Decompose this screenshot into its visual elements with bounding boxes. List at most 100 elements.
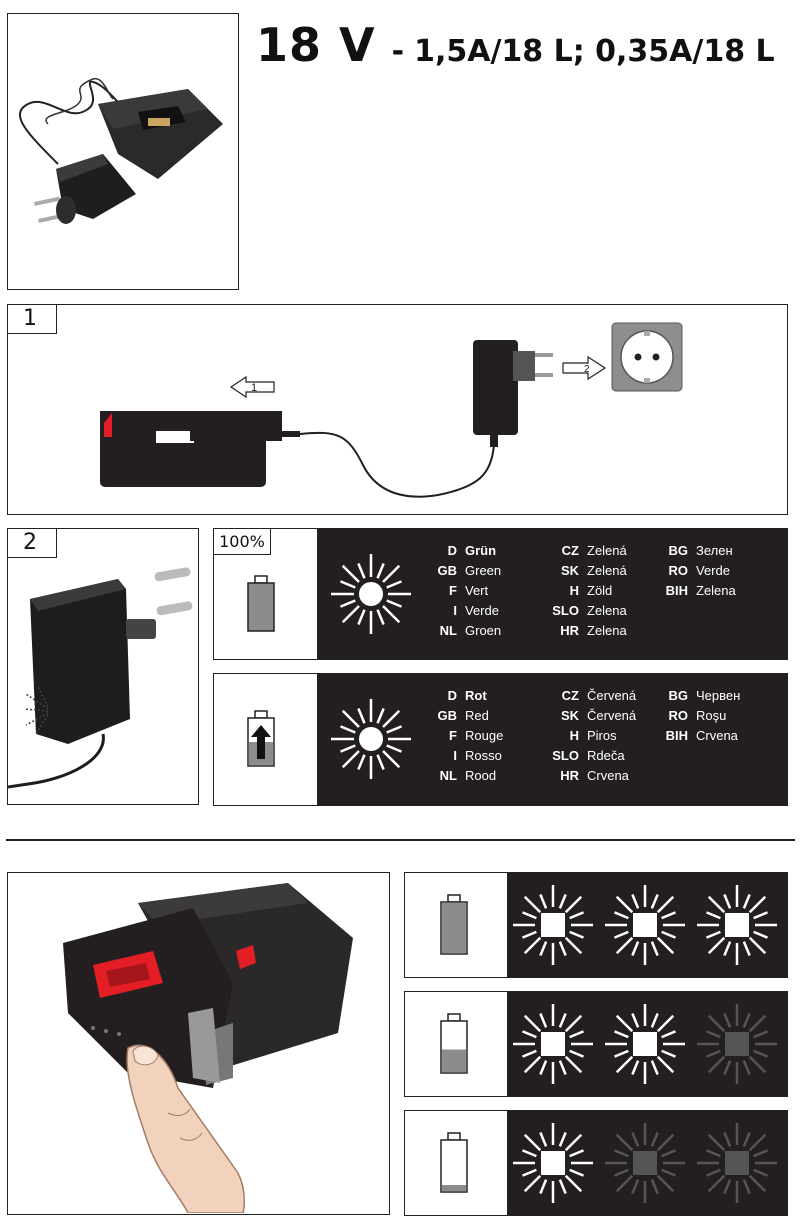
battery-fill: [442, 903, 466, 953]
led-ray: [615, 1055, 634, 1074]
led-ray: [357, 708, 366, 724]
led-ray: [386, 725, 402, 734]
led-ray: [558, 1013, 567, 1028]
arrow-right-2: 2: [562, 355, 607, 381]
lang-code: I: [453, 748, 457, 763]
led-ray: [522, 1030, 537, 1039]
voltage-label: 18 V: [256, 18, 376, 72]
led-ray: [614, 911, 629, 920]
led-ray: [539, 1013, 548, 1028]
led-ray: [522, 1049, 537, 1058]
lang-color-word: Verde: [696, 563, 730, 578]
led-core: [633, 913, 657, 937]
title-dash: -: [391, 34, 405, 69]
led-ray: [661, 1030, 676, 1039]
led-indicator-icon: [605, 1004, 685, 1084]
led-ray: [723, 941, 732, 956]
lang-code: F: [449, 583, 457, 598]
step2-number: 2: [7, 528, 57, 558]
led-core: [633, 1032, 657, 1056]
led-ray: [382, 750, 401, 769]
led-indicator-icon: [697, 1123, 777, 1203]
lang-code: GB: [437, 708, 458, 723]
led-ray: [558, 941, 567, 956]
led-ray: [386, 744, 402, 753]
led-core: [359, 582, 383, 606]
led-ray: [614, 1168, 629, 1177]
led-ray: [382, 605, 401, 624]
led-ray: [341, 750, 360, 769]
led-ray: [656, 1174, 675, 1193]
percent-tag: 100%: [213, 528, 271, 555]
led-ray: [569, 911, 584, 920]
led-ray: [748, 1133, 767, 1152]
lang-code: F: [449, 728, 457, 743]
led-panel: [507, 992, 787, 1096]
battery-level-row: [404, 991, 788, 1097]
battery-icon: [247, 575, 275, 632]
lang-code: HR: [560, 623, 579, 638]
led-ray: [631, 1060, 640, 1075]
led-indicator-icon: [513, 1004, 593, 1084]
lang-code: NL: [439, 768, 457, 783]
arrow-left-1: 1: [229, 375, 275, 399]
lang-code: SLO: [552, 603, 579, 618]
led-ray: [706, 1168, 721, 1177]
led-ray: [742, 1132, 751, 1147]
led-ray: [707, 1174, 726, 1193]
led-ray: [376, 563, 385, 579]
lang-color-word: Zelená: [587, 563, 627, 578]
led-ray: [382, 564, 401, 583]
led-ray: [656, 1014, 675, 1033]
battery-fill: [442, 1049, 466, 1072]
led-ray: [742, 1179, 751, 1194]
lang-row: HR Zelena: [549, 621, 627, 641]
led-ray: [753, 1030, 768, 1039]
lang-color-word: Zelena: [587, 623, 627, 638]
led-ray: [748, 895, 767, 914]
lang-color-word: Groen: [465, 623, 502, 638]
lang-code: BIH: [665, 583, 688, 598]
lang-row: NL Groen: [429, 621, 501, 641]
led-ray: [650, 1060, 659, 1075]
lang-color-word: Vert: [465, 583, 489, 598]
lang-color-word: Rouge: [465, 728, 504, 743]
led-ray: [558, 1060, 567, 1075]
step2-box: 2: [7, 528, 199, 805]
battery-icon: [440, 1013, 468, 1074]
step1-illustration: 1 2: [100, 322, 683, 498]
led-ray: [558, 1179, 567, 1194]
lang-color-word: Green: [465, 563, 502, 578]
led-ray: [614, 930, 629, 939]
led-ray: [340, 580, 356, 589]
lang-row: F Vert: [429, 581, 501, 601]
led-ray: [523, 1174, 542, 1193]
lang-code: H: [569, 728, 579, 743]
lang-code: NL: [439, 623, 457, 638]
arrow-label-2: 2: [584, 364, 590, 375]
led-ray: [706, 1149, 721, 1158]
led-ray: [723, 1132, 732, 1147]
lang-color-word: Crvena: [696, 728, 738, 743]
led-ray: [382, 709, 401, 728]
led-ray: [614, 1049, 629, 1058]
lang-code: I: [453, 603, 457, 618]
led-ray: [656, 895, 675, 914]
led-ray: [707, 936, 726, 955]
led-ray: [522, 911, 537, 920]
led-core: [541, 1032, 565, 1056]
led-ray: [569, 930, 584, 939]
lang-color-word: Zelena: [696, 583, 736, 598]
lang-color-word: Rot: [465, 688, 487, 703]
led-core: [633, 1151, 657, 1175]
